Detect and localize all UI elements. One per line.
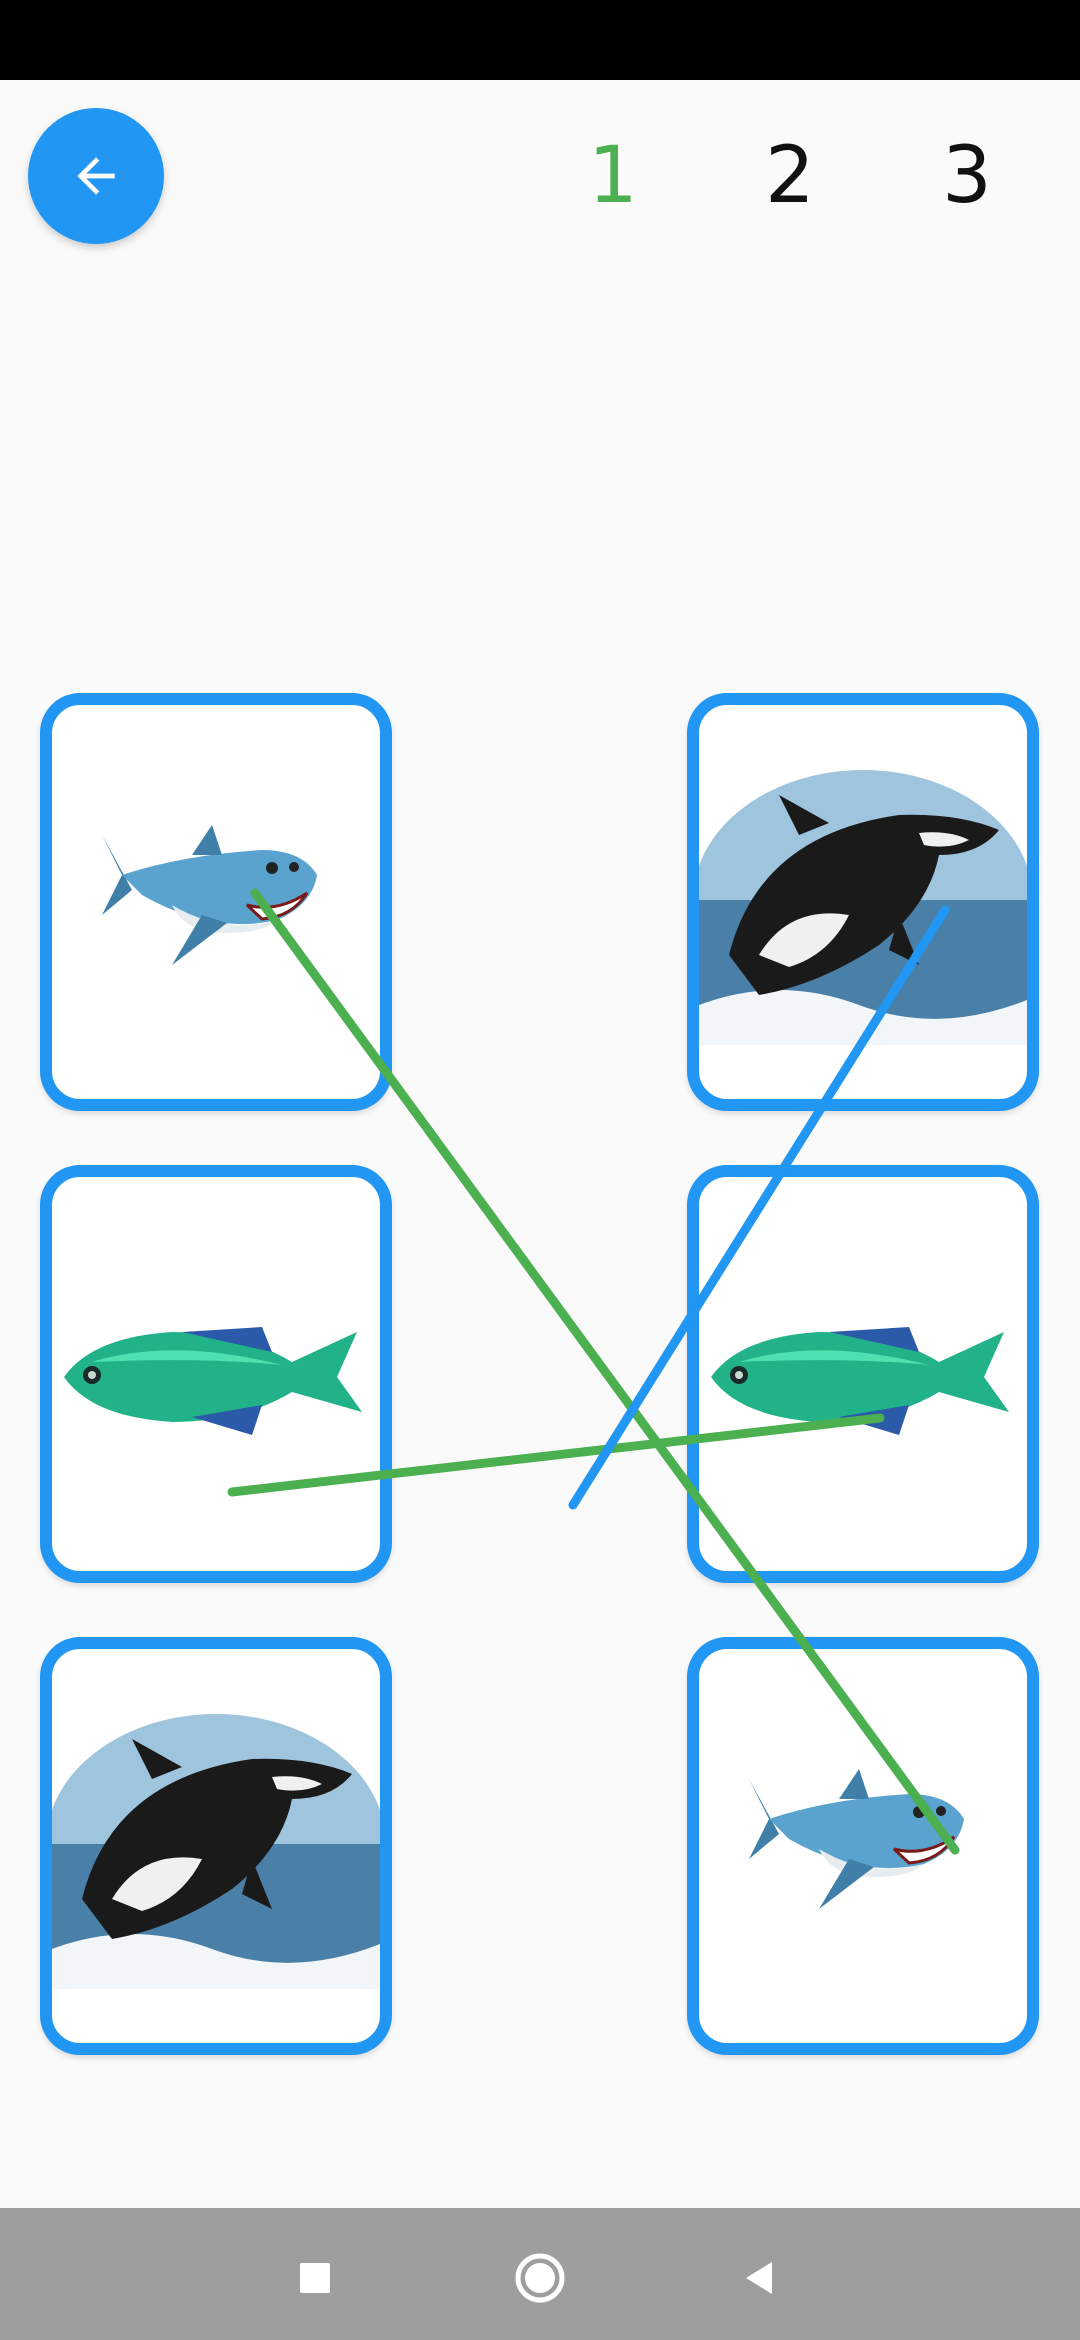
level-tab-1[interactable]: 1 <box>588 131 638 221</box>
shark-image <box>102 825 317 965</box>
card-right-fish[interactable] <box>687 1165 1039 1583</box>
arrow-left-icon <box>77 157 115 195</box>
fish-image <box>64 1327 362 1435</box>
orca-image <box>699 770 1027 1045</box>
level-tab-2[interactable]: 2 <box>765 131 815 221</box>
status-bar <box>0 0 1080 80</box>
nav-recents-button[interactable] <box>275 2238 355 2318</box>
square-icon <box>300 2263 330 2293</box>
orca-image <box>52 1714 380 1989</box>
card-right-orca[interactable] <box>687 693 1039 1111</box>
nav-back-button[interactable] <box>720 2238 800 2318</box>
fish-image <box>711 1327 1009 1435</box>
card-left-fish[interactable] <box>40 1165 392 1583</box>
nav-home-button[interactable] <box>500 2238 580 2318</box>
card-left-shark[interactable] <box>40 693 392 1111</box>
circle-icon <box>515 2253 565 2303</box>
card-left-orca[interactable] <box>40 1637 392 2055</box>
card-right-shark[interactable] <box>687 1637 1039 2055</box>
level-tab-3[interactable]: 3 <box>942 131 992 221</box>
back-button[interactable] <box>28 108 164 244</box>
shark-image <box>749 1769 964 1909</box>
triangle-left-icon <box>746 2262 772 2294</box>
system-nav-bar <box>0 2208 1080 2340</box>
